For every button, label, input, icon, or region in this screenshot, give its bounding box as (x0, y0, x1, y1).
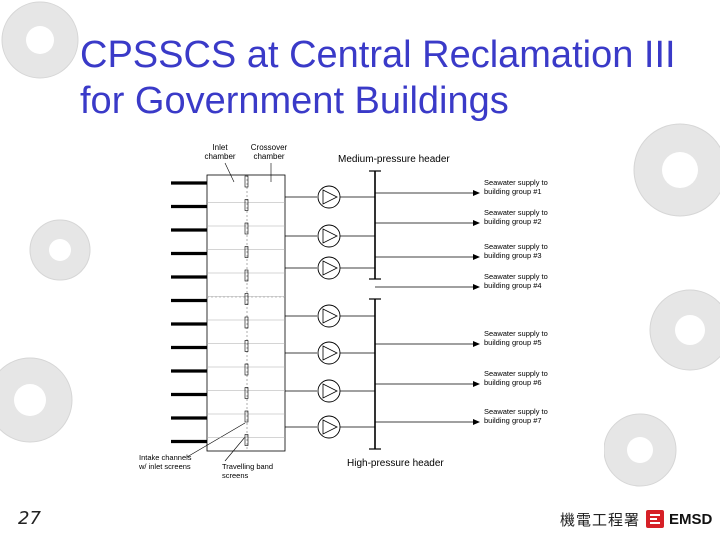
supply-label-group: building group #7 (484, 416, 542, 425)
pumps (285, 185, 375, 439)
arrow-right-icon (473, 284, 480, 290)
emsd-logo: 機電工程署 EMSD (560, 506, 712, 532)
travelling-band-screen (244, 434, 249, 446)
supply-label-line1: Seawater supply to (484, 242, 548, 251)
arrow-right-icon (473, 220, 480, 226)
supply-label-group: building group #5 (484, 338, 542, 347)
supply-label-line1: Seawater supply to (484, 407, 548, 416)
intake-channels-label-1: Intake channels (139, 453, 192, 462)
supply-label-group: building group #6 (484, 378, 542, 387)
slide-title-line-1: CPSSCS at Central Reclamation III (80, 34, 676, 76)
logo-chinese-text: 機電工程署 (560, 510, 641, 529)
intake-channels (171, 175, 285, 446)
travelling-band-label-1: Travelling band (222, 462, 273, 471)
travelling-band-screen (244, 269, 249, 282)
travelling-band-label-2: screens (222, 471, 249, 480)
schematic-svg: Inlet chamber Crossover chamber Medium-p… (138, 143, 548, 480)
supply-label-line1: Seawater supply to (484, 178, 548, 187)
travelling-band-screen (244, 246, 249, 258)
supply-label-group: building group #2 (484, 217, 542, 226)
arrow-right-icon (473, 381, 480, 387)
arrow-right-icon (473, 419, 480, 425)
arrow-right-icon (473, 254, 480, 260)
slide-title: CPSSCS at Central Reclamation III for Go… (80, 32, 710, 124)
travelling-band-screen (244, 175, 249, 188)
travelling-band-screen (244, 222, 249, 235)
supply-label-line1: Seawater supply to (484, 208, 548, 217)
inlet-chamber-label-1: Inlet (212, 143, 228, 152)
travelling-band-screen (244, 293, 249, 305)
supply-label-line1: Seawater supply to (484, 329, 548, 338)
travelling-band-screen (244, 410, 249, 423)
supply-label-group: building group #3 (484, 251, 542, 260)
arrow-right-icon (473, 341, 480, 347)
slide-number: 27 (18, 508, 41, 529)
travelling-band-screen (244, 340, 249, 352)
supply-label-group: building group #4 (484, 281, 542, 290)
emsd-logo-mark (646, 510, 665, 528)
supply-label-line1: Seawater supply to (484, 369, 548, 378)
supply-label-group: building group #1 (484, 187, 542, 196)
high-pressure-header-label: High-pressure header (347, 458, 444, 469)
medium-pressure-header-label: Medium-pressure header (338, 154, 450, 165)
crossover-chamber-label-1: Crossover (251, 143, 288, 152)
travelling-band-screen (244, 363, 249, 376)
travelling-band-screen (244, 199, 249, 211)
travelling-band-screen (244, 316, 249, 329)
arrow-right-icon (473, 190, 480, 196)
inlet-chamber-label-2: chamber (204, 152, 235, 161)
logo-text: EMSD (669, 510, 713, 528)
travelling-band-screen (244, 387, 249, 399)
cooling-system-schematic: Inlet chamber Crossover chamber Medium-p… (137, 127, 604, 484)
supply-label-line1: Seawater supply to (484, 272, 548, 281)
slide-title-line-2: for Government Buildings (80, 80, 509, 122)
intake-channels-label-2: w/ inlet screens (138, 462, 191, 471)
pump-chamber-block (206, 174, 286, 452)
crossover-chamber-label-2: chamber (253, 152, 284, 161)
